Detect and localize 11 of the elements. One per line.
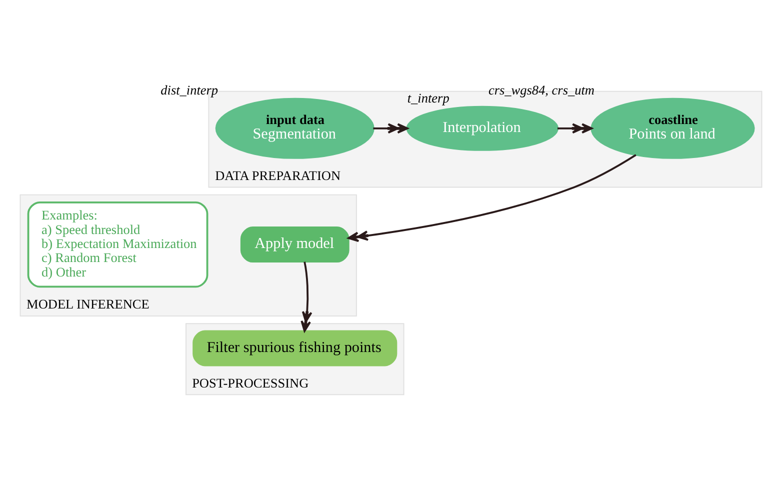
arrow [558,122,593,134]
node-box: Filter spurious fishing points [192,330,398,366]
arrow [348,154,636,242]
arrow [300,261,312,332]
node-ellipse: input data Segmentation [215,97,374,158]
node-ellipse: Interpolation [406,105,559,150]
node-label: t_interp [407,90,450,105]
node-box: Apply model [240,226,350,262]
node-ellipse: coastline Points on land [590,97,755,158]
arrow [373,122,408,134]
node-box: Examples: a) Speed threshold b) Expectation Maximization c) Random Forest d) Other [27,200,208,288]
